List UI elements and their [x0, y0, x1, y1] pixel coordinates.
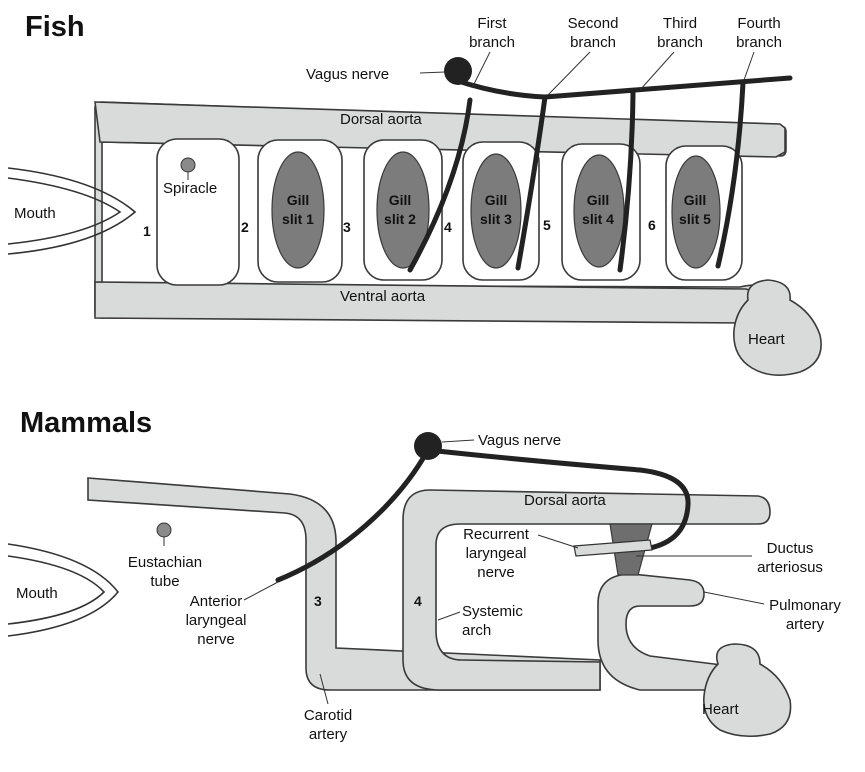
- mammal-mouth-label: Mouth: [16, 585, 58, 602]
- gill-slit-3-label: Gill: [485, 192, 508, 208]
- fish-title: Fish: [25, 11, 85, 43]
- mammal-vagus-ganglion: [414, 432, 442, 460]
- eustachian-tube-label-2: tube: [150, 573, 179, 590]
- carotid-artery-label: Carotid: [304, 707, 352, 724]
- third-branch-label: Third: [663, 15, 697, 32]
- systemic-leader: [438, 612, 460, 620]
- carotid-artery-label-2: artery: [309, 726, 348, 743]
- pulmonary-leader: [704, 592, 764, 604]
- vagus-leader: [420, 72, 445, 73]
- pulmonary-artery-label-2: artery: [786, 616, 825, 633]
- fish-heart-label: Heart: [748, 331, 786, 348]
- gill-slit-2-label-2: slit 2: [384, 211, 416, 227]
- arch-number-3: 3: [343, 219, 351, 235]
- recurrent-laryngeal-label-3: nerve: [477, 564, 515, 581]
- spiracle-opening: [157, 139, 239, 285]
- first-branch-label: First: [477, 15, 507, 32]
- vagus-ganglion: [444, 57, 472, 85]
- gill-slit-1-label: Gill: [287, 192, 310, 208]
- vagus-nerve-trunk: [455, 78, 790, 97]
- recurrent-laryngeal-label: Recurrent: [463, 526, 530, 543]
- eustachian-tube-label: Eustachian: [128, 554, 202, 571]
- mammal-vagus-leader: [442, 440, 474, 442]
- recurrent-leader: [538, 535, 578, 548]
- fourth-branch-label-2: branch: [736, 34, 782, 51]
- arch-number-1: 1: [143, 223, 151, 239]
- mammals-panel: Mammals Heart 3 4 6 Dorsal aorta Mouth E…: [8, 407, 841, 743]
- gill-slit-2-label: Gill: [389, 192, 412, 208]
- mammal-heart: [704, 644, 791, 736]
- mammal-dorsal-aorta-label: Dorsal aorta: [524, 492, 606, 509]
- fish-arch-openings: [157, 139, 742, 285]
- gill-slit-1-label-2: slit 1: [282, 211, 314, 227]
- first-branch-leader: [472, 52, 490, 88]
- gill-slit-4-label-2: slit 4: [582, 211, 614, 227]
- first-branch-label-2: branch: [469, 34, 515, 51]
- second-branch-leader: [548, 52, 590, 95]
- gill-slit-3-label-2: slit 3: [480, 211, 512, 227]
- third-branch-leader: [640, 52, 674, 90]
- dorsal-aorta-label: Dorsal aorta: [340, 111, 422, 128]
- arch-number-2: 2: [241, 219, 249, 235]
- anterior-laryngeal-label-3: nerve: [197, 631, 235, 648]
- arch-number-5: 5: [543, 217, 551, 233]
- gill-slit-5-label: Gill: [684, 192, 707, 208]
- systemic-arch-label-2: arch: [462, 622, 491, 639]
- second-branch-label-2: branch: [570, 34, 616, 51]
- pulmonary-artery-vessel: [598, 574, 730, 690]
- recurrent-laryngeal-label-2: laryngeal: [466, 545, 527, 562]
- gill-slit-1: [272, 152, 324, 268]
- second-branch-label: Second: [568, 15, 619, 32]
- mammal-vagus-label: Vagus nerve: [478, 432, 561, 449]
- mammal-arch-number-4: 4: [414, 593, 422, 609]
- ductus-arteriosus-label-2: arteriosus: [757, 559, 823, 576]
- anterior-leader: [244, 582, 278, 600]
- anterior-laryngeal-label-2: laryngeal: [186, 612, 247, 629]
- mammal-heart-label: Heart: [702, 701, 740, 718]
- arch-number-6: 6: [648, 217, 656, 233]
- eustachian-tube-dot: [157, 523, 171, 537]
- ductus-arteriosus-label: Ductus: [767, 540, 814, 557]
- gill-slit-5-label-2: slit 5: [679, 211, 711, 227]
- fourth-branch-label: Fourth: [737, 15, 780, 32]
- spiracle-label: Spiracle: [163, 180, 217, 197]
- gill-slit-4-label: Gill: [587, 192, 610, 208]
- fourth-branch-leader: [744, 52, 754, 80]
- ventral-aorta-label: Ventral aorta: [340, 288, 426, 305]
- third-branch-label-2: branch: [657, 34, 703, 51]
- fish-vagus-label: Vagus nerve: [306, 66, 389, 83]
- spiracle-dot: [181, 158, 195, 172]
- mammals-title: Mammals: [20, 407, 152, 439]
- systemic-arch-label: Systemic: [462, 603, 523, 620]
- fish-mouth-label: Mouth: [14, 205, 56, 222]
- ventral-aorta-vessel: [95, 282, 790, 323]
- mammal-arch-number-3: 3: [314, 593, 322, 609]
- fish-panel: Fish Gill slit 1 Gill sli: [8, 11, 821, 375]
- anterior-laryngeal-label: Anterior: [190, 593, 243, 610]
- pulmonary-artery-label: Pulmonary: [769, 597, 841, 614]
- arch-number-4: 4: [444, 219, 452, 235]
